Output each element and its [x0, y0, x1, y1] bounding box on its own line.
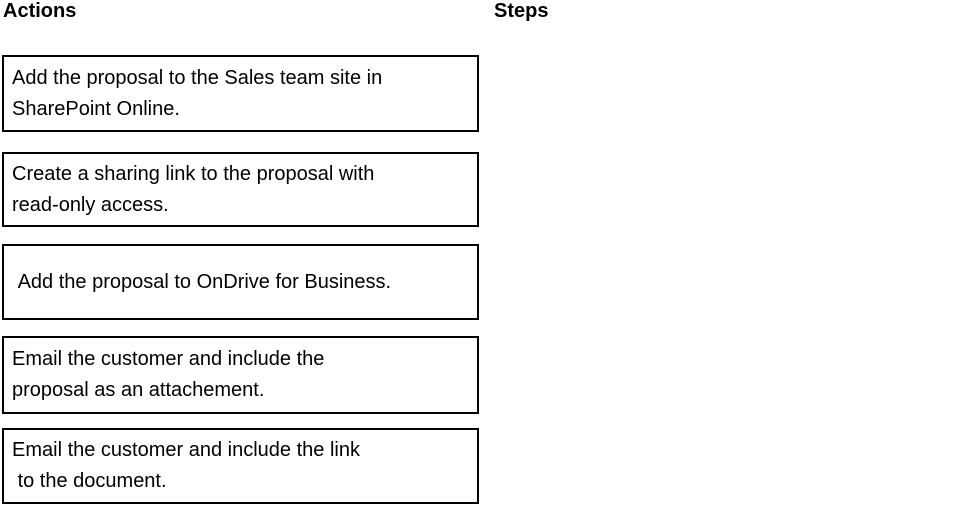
steps-column-header: Steps — [494, 0, 549, 22]
action-card-text: Add the proposal to OnDrive for Business… — [12, 270, 392, 293]
steps-drop-area[interactable] — [494, 40, 964, 500]
action-card-email-link[interactable]: Email the customer and include the link … — [2, 428, 479, 504]
action-card-ondrive[interactable]: Add the proposal to OnDrive for Business… — [2, 244, 479, 320]
action-card-text: Email the customer and include the propo… — [12, 348, 325, 401]
actions-column-header: Actions — [3, 0, 77, 22]
action-card-text: Add the proposal to the Sales team site … — [12, 66, 383, 120]
action-card-text: Create a sharing link to the proposal wi… — [12, 162, 375, 216]
action-card-email-attachment[interactable]: Email the customer and include the propo… — [2, 336, 479, 414]
action-card-text: Email the customer and include the link … — [12, 439, 360, 492]
action-card-sharing-link[interactable]: Create a sharing link to the proposal wi… — [2, 152, 479, 227]
action-card-sharepoint[interactable]: Add the proposal to the Sales team site … — [2, 55, 479, 132]
